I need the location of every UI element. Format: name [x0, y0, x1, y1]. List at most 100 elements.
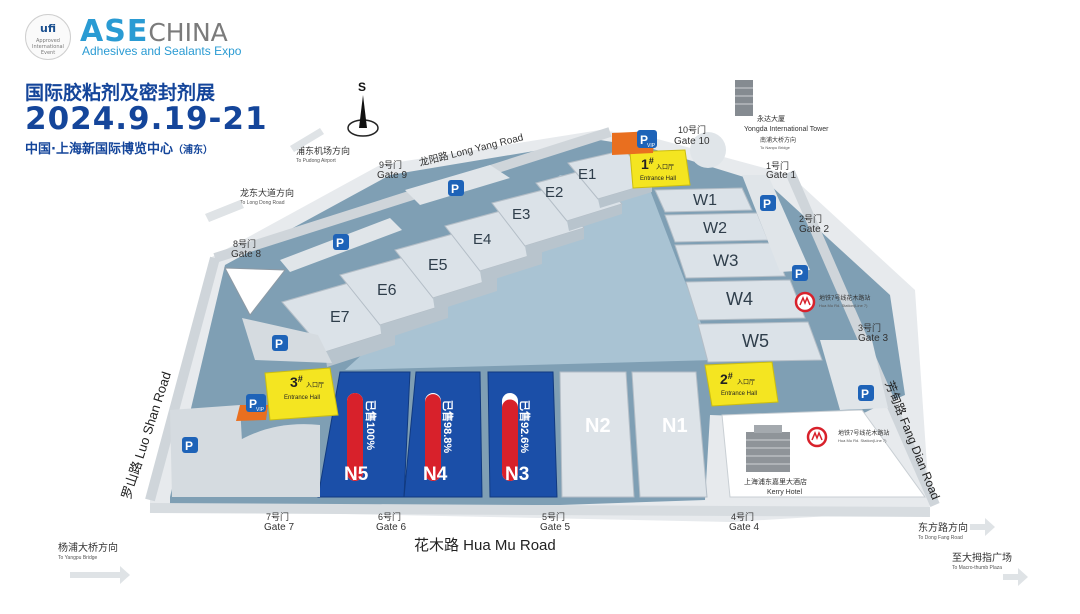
parking-vip-w-letter: P	[249, 397, 257, 411]
entrance-hall-1[interactable]: 1# 入口厅 Entrance Hall	[629, 149, 691, 189]
hall-w5-label: W5	[742, 331, 769, 351]
dir-pudong-en: To Pudong Airport	[296, 158, 336, 164]
hall-n4[interactable]: 已售98.8% N4	[403, 371, 483, 498]
entrance-3-num: 3#	[290, 374, 303, 390]
hall-n3-sold-label: 已售92.6%	[518, 400, 532, 453]
hall-n4-sold-label: 已售98.8%	[441, 400, 455, 453]
ase-logo-china: CHINA	[148, 18, 228, 47]
gate-4-en: Gate 4	[729, 522, 759, 533]
gate-3-cn: 3号门	[858, 322, 881, 333]
parking-icon-7: P	[858, 385, 874, 401]
hall-n5-label: N5	[344, 464, 369, 485]
parking-icon-2: P	[333, 234, 349, 250]
gate-10-cn: 10号门	[678, 124, 706, 135]
yongda-cn: 永达大厦	[757, 114, 785, 123]
parking-vip-n-letter: P	[640, 133, 648, 147]
header: ufi Approved International Event ASECHIN…	[0, 0, 330, 170]
parking-icon-1: P	[448, 180, 464, 196]
entrance-3-en: Entrance Hall	[284, 395, 320, 401]
entrance-3-num-text: 3	[290, 374, 298, 390]
hall-w3-label: W3	[713, 251, 739, 270]
hall-n3[interactable]: 已售92.6% N3	[487, 371, 558, 498]
gate-8-cn: 8号门	[233, 238, 256, 249]
metro-1-en: Hua Mu Rd. Station(Line 7)	[819, 303, 868, 308]
dir-macro-arrow-icon	[1003, 568, 1028, 586]
nanpu-cn: 南浦大桥方向	[760, 136, 796, 144]
hall-w3[interactable]: W3	[674, 242, 786, 279]
compass: S	[347, 80, 379, 137]
entrance-3-sup: #	[298, 374, 303, 384]
dir-dongfang-arrow-icon	[970, 518, 995, 536]
gate-9-en: Gate 9	[377, 170, 407, 181]
hall-w2[interactable]: W2	[664, 212, 769, 243]
hall-e2-label: E2	[545, 184, 563, 201]
metro-icon-1	[794, 291, 816, 313]
gate8-island	[224, 267, 286, 316]
entrance-2-en: Entrance Hall	[721, 391, 757, 397]
metro-2-cn: 地铁7号线花木路站	[838, 429, 889, 437]
entrance-1-num: 1#	[641, 156, 654, 172]
parking-5-letter: P	[763, 197, 771, 211]
ufi-logo: ufi Approved International Event	[25, 14, 71, 60]
metro-2-en: Hua Mu Rd. Station(Line 7)	[838, 438, 887, 443]
gate-6-en: Gate 6	[376, 522, 406, 533]
yongda-tower	[735, 80, 753, 116]
ufi-logo-small: Approved International Event	[32, 38, 64, 56]
plaza-curve	[232, 424, 320, 497]
hall-w5[interactable]: W5	[697, 321, 823, 363]
parking-7-letter: P	[861, 387, 869, 401]
gate-1-en: Gate 1	[766, 170, 796, 181]
dir-pudong-cn: 浦东机场方向	[296, 145, 350, 156]
entrance-3-cn: 入口厅	[306, 382, 324, 389]
gate-9-cn: 9号门	[379, 159, 402, 170]
parking-icon-5: P	[760, 195, 776, 211]
gate-7-en: Gate 7	[264, 522, 294, 533]
hall-w4[interactable]: W4	[685, 279, 806, 321]
dir-longdong-en: To Long Dong Road	[240, 200, 285, 206]
parking-icon-4: P	[182, 437, 198, 453]
nanpu-en: To Nanpu Bridge	[760, 145, 791, 150]
gate-2-en: Gate 2	[799, 224, 829, 235]
venue-name: 中国·上海新国际博览中心	[25, 142, 173, 157]
dir-yangpu-cn: 杨浦大桥方向	[58, 541, 118, 554]
road-luo-shan	[145, 256, 220, 502]
hall-n5[interactable]: 已售100% N5	[317, 371, 411, 498]
kerry-en: Kerry Hotel	[767, 489, 802, 496]
hall-n3-label: N3	[505, 464, 529, 485]
roundabout-north	[690, 132, 726, 168]
entrance-hall-3[interactable]: 3# 入口厅 Entrance Hall	[264, 367, 339, 421]
entrance-hall-2[interactable]: 2# 入口厅 Entrance Hall	[704, 361, 779, 407]
dir-longdong-cn: 龙东大道方向	[240, 187, 294, 198]
hall-n2[interactable]: N2	[559, 371, 635, 498]
entrance-2-sup: #	[728, 371, 733, 381]
hall-w1-label: W1	[693, 192, 717, 209]
hall-w2-label: W2	[703, 220, 727, 237]
entrance-2-num-text: 2	[720, 371, 728, 387]
parking-6-letter: P	[795, 267, 803, 281]
parking-vip-n-label: VIP	[647, 143, 656, 149]
entrance-1-sup: #	[649, 156, 654, 166]
metro-1-cn: 地铁7号线花木路站	[819, 294, 870, 302]
hall-w1[interactable]: W1	[654, 187, 753, 213]
ufi-logo-text: ufi	[40, 22, 56, 35]
parking-icon-vip-west: P VIP	[246, 394, 266, 413]
gate-3-en: Gate 3	[858, 333, 888, 344]
entrance-1-cn: 入口厅	[656, 164, 674, 171]
hall-n1[interactable]: N1	[631, 371, 708, 498]
compass-label: S	[358, 80, 366, 94]
entrance-2-num: 2#	[720, 371, 733, 387]
dir-yangpu-en: To Yangpu Bridge	[58, 555, 98, 561]
metro-icon-2	[806, 426, 828, 448]
entrance-1-num-text: 1	[641, 156, 649, 172]
ase-logo: ASECHINA	[80, 14, 228, 49]
ase-logo-main: ASE	[80, 14, 149, 49]
road-hua-mu	[149, 503, 931, 517]
gate-5-cn: 5号门	[542, 511, 565, 522]
hall-n1-label: N1	[662, 415, 688, 437]
hall-e7-label: E7	[330, 309, 350, 326]
building-east-1	[742, 175, 810, 272]
hall-n5-sold-bar	[347, 393, 363, 481]
entrance-2-cn: 入口厅	[737, 379, 755, 386]
event-dates: 2024.9.19-21	[25, 101, 268, 137]
gate-6-cn: 6号门	[378, 511, 401, 522]
